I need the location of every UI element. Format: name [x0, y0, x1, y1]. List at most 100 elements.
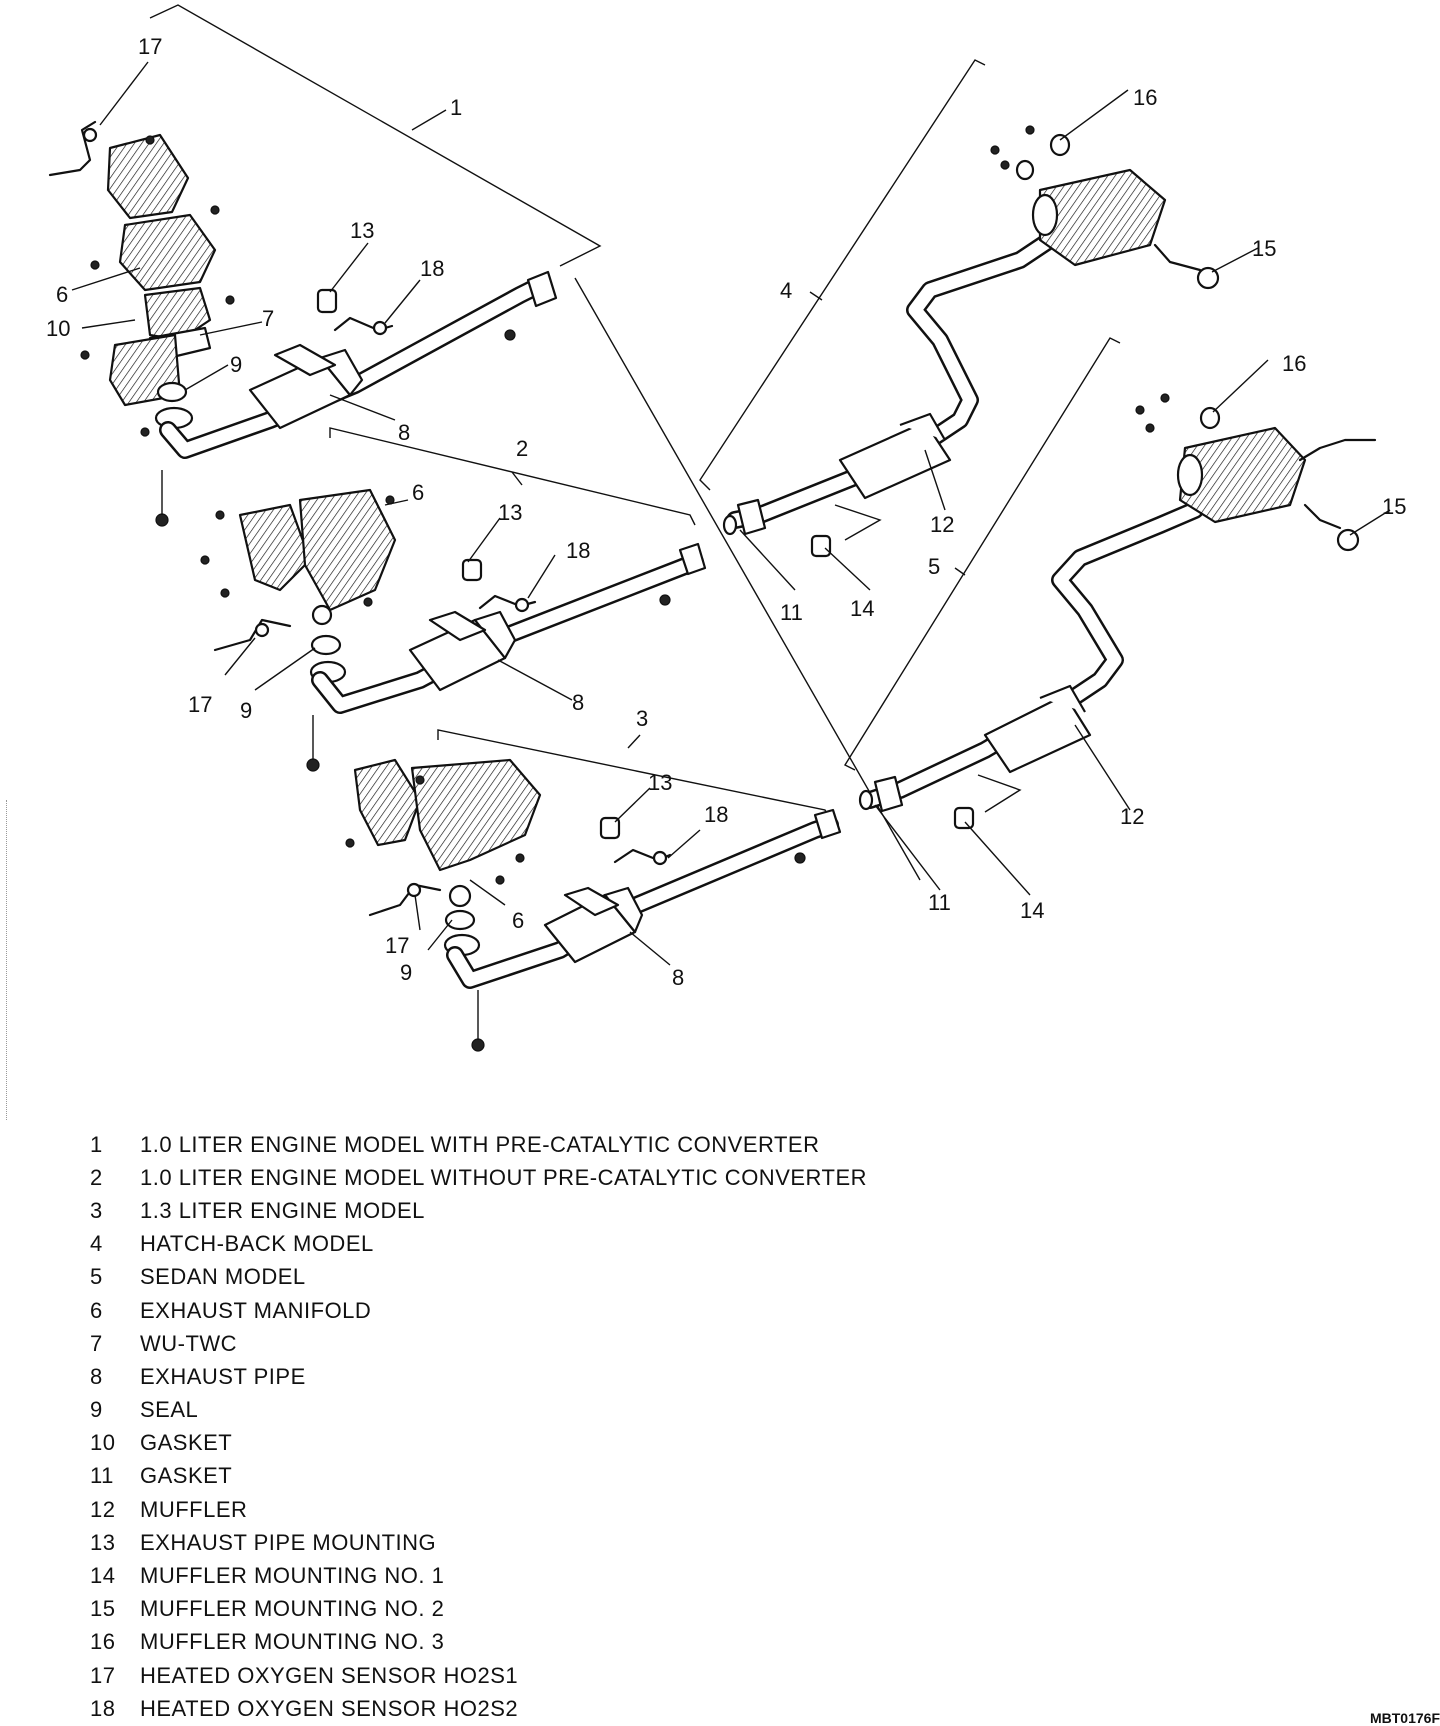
callout-11: 11	[780, 600, 803, 625]
legend-item-number: 10	[90, 1430, 116, 1456]
legend-item: 10 GASKET	[84, 1427, 1084, 1460]
legend-item-text: MUFFLER MOUNTING NO. 2	[140, 1596, 445, 1622]
callout-13: 13	[350, 218, 374, 243]
legend-item-number: 18	[90, 1695, 116, 1721]
legend-item: 8 EXHAUST PIPE	[84, 1360, 1084, 1393]
legend-item: 14 MUFFLER MOUNTING NO. 1	[84, 1559, 1084, 1592]
legend-item-number: 15	[90, 1596, 116, 1622]
legend-item: 11 GASKET	[84, 1460, 1084, 1493]
exhaust-system-diagram: 17 1 6 10 7 9 8 13 18 2 6 13 18 17 9 8 3…	[46, 4, 1406, 1052]
legend-item-text: WU-TWC	[140, 1330, 238, 1356]
callout-4: 4	[780, 278, 792, 303]
callout-6: 6	[512, 908, 524, 933]
legend-item-text: MUFFLER	[140, 1496, 248, 1522]
legend-item-number: 3	[90, 1197, 103, 1223]
callout-17: 17	[138, 34, 162, 59]
legend-item-text: EXHAUST PIPE MOUNTING	[140, 1529, 437, 1555]
legend-item: 6 EXHAUST MANIFOLD	[84, 1294, 1084, 1327]
legend-item: 18 HEATED OXYGEN SENSOR HO2S2	[84, 1692, 1084, 1725]
callout-16: 16	[1282, 351, 1306, 376]
legend-item-text: SEDAN MODEL	[140, 1264, 306, 1290]
engine-group-3	[345, 729, 842, 1052]
callout-15: 15	[1382, 494, 1406, 519]
callout-13: 13	[498, 500, 522, 525]
callout-6: 6	[412, 480, 424, 505]
legend-item-text: MUFFLER MOUNTING NO. 1	[140, 1563, 445, 1589]
callout-8: 8	[672, 965, 684, 990]
legend-item: 13 EXHAUST PIPE MOUNTING	[84, 1526, 1084, 1559]
callout-1: 1	[450, 95, 462, 120]
legend-item: 4 HATCH-BACK MODEL	[84, 1228, 1084, 1261]
callout-9: 9	[400, 960, 412, 985]
legend-item-number: 7	[90, 1330, 103, 1356]
callout-9: 9	[230, 352, 242, 377]
callout-leaders	[71, 61, 1391, 966]
legend-item-text: HATCH-BACK MODEL	[140, 1231, 374, 1257]
engine-group-1	[48, 4, 602, 527]
figure-id: MBT0176F	[1369, 1710, 1440, 1726]
parts-legend: 1 1.0 LITER ENGINE MODEL WITH PRE-CATALYT…	[84, 1128, 1084, 1725]
callout-8: 8	[398, 420, 410, 445]
page-edge-divider	[6, 800, 7, 1120]
legend-item: 3 1.3 LITER ENGINE MODEL	[84, 1194, 1084, 1227]
callout-17: 17	[188, 692, 212, 717]
callout-14: 14	[1020, 898, 1044, 923]
callout-15: 15	[1252, 236, 1276, 261]
callout-14: 14	[850, 596, 874, 621]
legend-item-text: EXHAUST MANIFOLD	[140, 1297, 372, 1323]
callout-11: 11	[928, 890, 951, 915]
legend-item-text: EXHAUST PIPE	[140, 1363, 306, 1389]
legend-item: 17 HEATED OXYGEN SENSOR HO2S1	[84, 1659, 1084, 1692]
legend-item-number: 2	[90, 1164, 103, 1190]
legend-item-number: 5	[90, 1264, 103, 1290]
legend-item-number: 13	[90, 1529, 116, 1555]
hatchback-rear-section	[699, 59, 1220, 558]
callout-9: 9	[240, 698, 252, 723]
legend-item-text: 1.0 LITER ENGINE MODEL WITH PRE-CATALYTI…	[140, 1131, 820, 1157]
legend-item: 1 1.0 LITER ENGINE MODEL WITH PRE-CATALYT…	[84, 1128, 1084, 1161]
legend-item: 15 MUFFLER MOUNTING NO. 2	[84, 1593, 1084, 1626]
legend-item: 2 1.0 LITER ENGINE MODEL WITHOUT PRE-CATA…	[84, 1161, 1084, 1194]
engine-group-2	[200, 427, 707, 772]
legend-item-text: 1.3 LITER ENGINE MODEL	[140, 1197, 425, 1223]
legend-item-number: 1	[90, 1131, 103, 1157]
callout-8: 8	[572, 690, 584, 715]
sedan-rear-section	[844, 337, 1377, 830]
legend-item-number: 12	[90, 1496, 116, 1522]
legend-item-text: GASKET	[140, 1463, 233, 1489]
legend-item-text: SEAL	[140, 1397, 199, 1423]
legend-item-text: HEATED OXYGEN SENSOR HO2S1	[140, 1662, 519, 1688]
callout-10: 10	[46, 316, 70, 341]
callout-17: 17	[385, 933, 409, 958]
legend-item-text: HEATED OXYGEN SENSOR HO2S2	[140, 1695, 519, 1721]
callout-18: 18	[420, 256, 444, 281]
legend-item: 9 SEAL	[84, 1394, 1084, 1427]
legend-item: 5 SEDAN MODEL	[84, 1261, 1084, 1294]
callout-2: 2	[516, 436, 528, 461]
callout-labels: 17 1 6 10 7 9 8 13 18 2 6 13 18 17 9 8 3…	[46, 34, 1406, 990]
legend-item-number: 6	[90, 1297, 103, 1323]
legend-item-number: 4	[90, 1231, 103, 1257]
legend-item: 16 MUFFLER MOUNTING NO. 3	[84, 1626, 1084, 1659]
legend-item-number: 14	[90, 1563, 116, 1589]
legend-item-number: 16	[90, 1629, 116, 1655]
legend-item: 7 WU-TWC	[84, 1327, 1084, 1360]
legend-item-number: 11	[90, 1463, 114, 1489]
legend-item-number: 8	[90, 1363, 103, 1389]
legend-item-text: MUFFLER MOUNTING NO. 3	[140, 1629, 445, 1655]
legend-item: 12 MUFFLER	[84, 1493, 1084, 1526]
callout-16: 16	[1133, 85, 1157, 110]
callout-13: 13	[648, 770, 672, 795]
exhaust-manifold-1	[106, 133, 217, 430]
callout-6: 6	[56, 282, 68, 307]
callout-12: 12	[1120, 804, 1144, 829]
callout-3: 3	[636, 706, 648, 731]
legend-item-number: 9	[90, 1397, 103, 1423]
callout-5: 5	[928, 554, 940, 579]
legend-item-number: 17	[90, 1662, 116, 1688]
legend-item-text: 1.0 LITER ENGINE MODEL WITHOUT PRE-CATAL…	[140, 1164, 868, 1190]
legend-item-text: GASKET	[140, 1430, 233, 1456]
callout-18: 18	[566, 538, 590, 563]
callout-7: 7	[262, 306, 274, 331]
callout-18: 18	[704, 802, 728, 827]
